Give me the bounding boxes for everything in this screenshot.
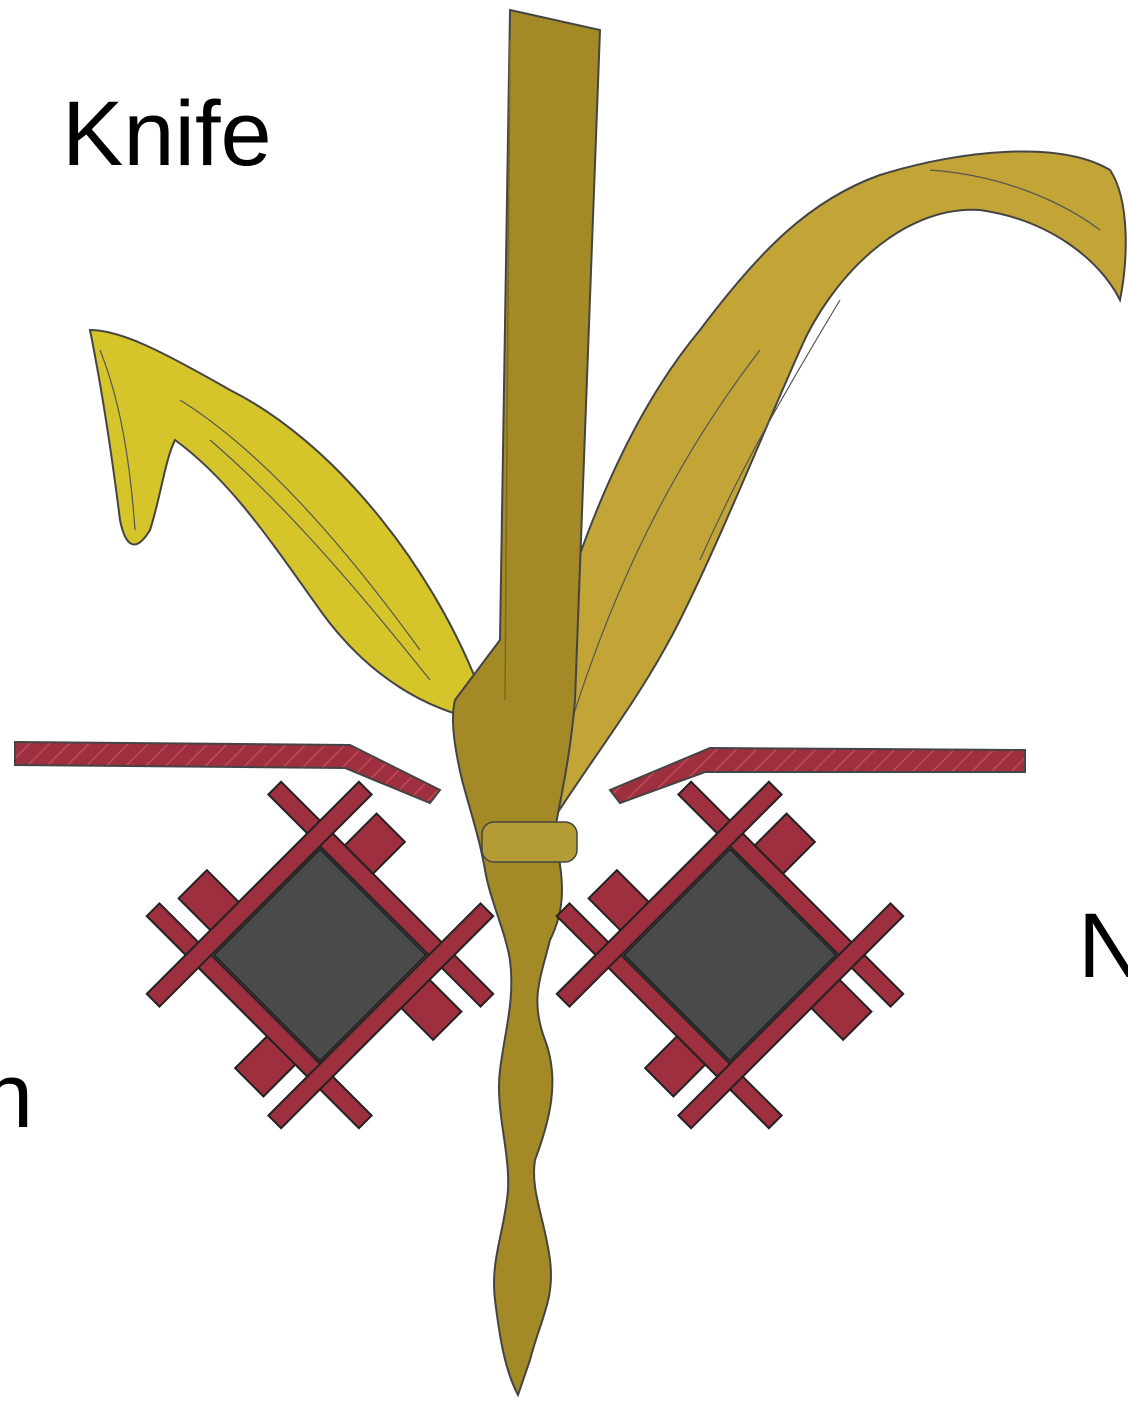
left-leaf [90,330,480,720]
stalk-node [482,822,577,862]
right-leaf [510,151,1126,840]
left-knife-plate [15,742,440,803]
right-snapping-roll [518,743,942,1167]
right-knife-plate [610,748,1025,803]
